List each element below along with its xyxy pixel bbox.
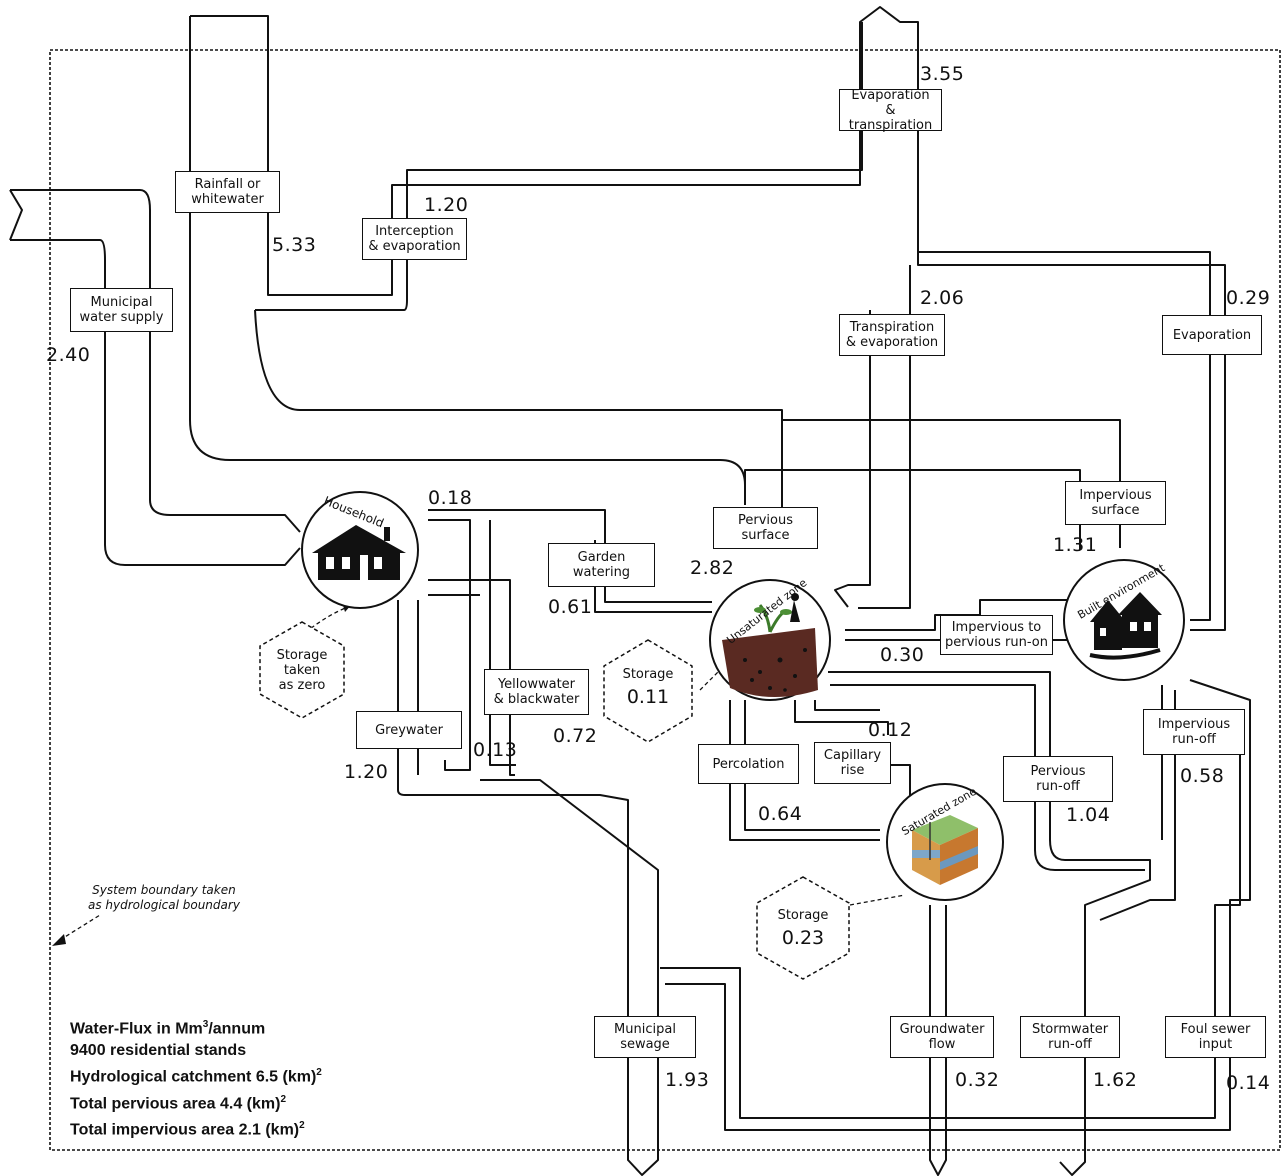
value-impervious-runoff: 0.58: [1180, 766, 1224, 786]
label-groundwater-flow: Groundwater flow: [890, 1016, 994, 1058]
value-garden-watering: 0.61: [548, 597, 592, 617]
value-impervious-surface: 1.31: [1053, 535, 1097, 555]
storage-unsaturated-value: 0.11: [608, 687, 688, 707]
value-imperv-to-perv: 0.30: [880, 645, 924, 665]
legend-line-impervious: Total impervious area 2.1 (km)2: [70, 1115, 322, 1141]
value-capillary: 0.12: [868, 720, 912, 740]
label-evaporation: Evaporation: [1162, 315, 1262, 355]
value-greywater: 1.20: [344, 762, 388, 782]
storage-household-text: Storage taken as zero: [262, 648, 342, 693]
legend-line-catchment: Hydrological catchment 6.5 (km)2: [70, 1062, 322, 1088]
value-percolation: 0.64: [758, 804, 802, 824]
value-evaporation: 0.29: [1226, 288, 1270, 308]
label-municipal-supply: Municipal water supply: [70, 288, 173, 332]
value-foul-sewer: 0.14: [1226, 1073, 1270, 1093]
label-percolation: Percolation: [698, 744, 799, 784]
legend-line-flux: Water-Flux in Mm3/annum: [70, 1014, 322, 1040]
value-interception: 1.20: [424, 195, 468, 215]
value-yellow-black: 0.72: [553, 726, 597, 746]
label-impervious-runoff: Impervious run-off: [1143, 709, 1245, 755]
value-household-013: 0.13: [473, 740, 517, 760]
value-pervious-runoff: 1.04: [1066, 805, 1110, 825]
label-transp-evap: Transpiration & evaporation: [839, 314, 945, 356]
value-pervious-surface: 2.82: [690, 558, 734, 578]
label-greywater: Greywater: [356, 711, 462, 749]
label-municipal-sewage: Municipal sewage: [594, 1016, 696, 1058]
value-municipal-sewage: 1.93: [665, 1070, 709, 1090]
legend-line-stands: 9400 residential stands: [70, 1040, 322, 1062]
value-transp-evap: 2.06: [920, 288, 964, 308]
value-household-out: 0.18: [428, 488, 472, 508]
label-foul-sewer: Foul sewer input: [1165, 1016, 1266, 1058]
storage-saturated-label: Storage: [763, 908, 843, 923]
value-municipal-supply: 2.40: [46, 345, 90, 365]
legend-line-pervious: Total pervious area 4.4 (km)2: [70, 1089, 322, 1115]
label-impervious-surface: Impervious surface: [1065, 481, 1166, 525]
label-yellow-black: Yellowwater & blackwater: [484, 669, 589, 715]
label-imperv-to-perv: Impervious to pervious run-on: [940, 615, 1053, 655]
value-rainfall: 5.33: [272, 235, 316, 255]
label-pervious-runoff: Pervious run-off: [1003, 756, 1113, 802]
label-evap-transp-top: Evaporation & transpiration: [839, 89, 942, 131]
storage-unsaturated-label: Storage: [608, 667, 688, 682]
label-rainfall: Rainfall or whitewater: [175, 171, 280, 213]
label-garden-watering: Garden watering: [548, 543, 655, 587]
label-capillary: Capillary rise: [814, 742, 891, 784]
label-interception: Interception & evaporation: [362, 218, 467, 260]
value-evap-transp: 3.55: [920, 64, 964, 84]
label-pervious-surface: Pervious surface: [713, 507, 818, 549]
value-groundwater-flow: 0.32: [955, 1070, 999, 1090]
boundary-note: System boundary taken as hydrological bo…: [88, 883, 240, 913]
legend: Water-Flux in Mm3/annum 9400 residential…: [70, 1014, 322, 1141]
value-stormwater-runoff: 1.62: [1093, 1070, 1137, 1090]
label-stormwater-runoff: Stormwater run-off: [1020, 1016, 1120, 1058]
storage-saturated-value: 0.23: [763, 928, 843, 948]
